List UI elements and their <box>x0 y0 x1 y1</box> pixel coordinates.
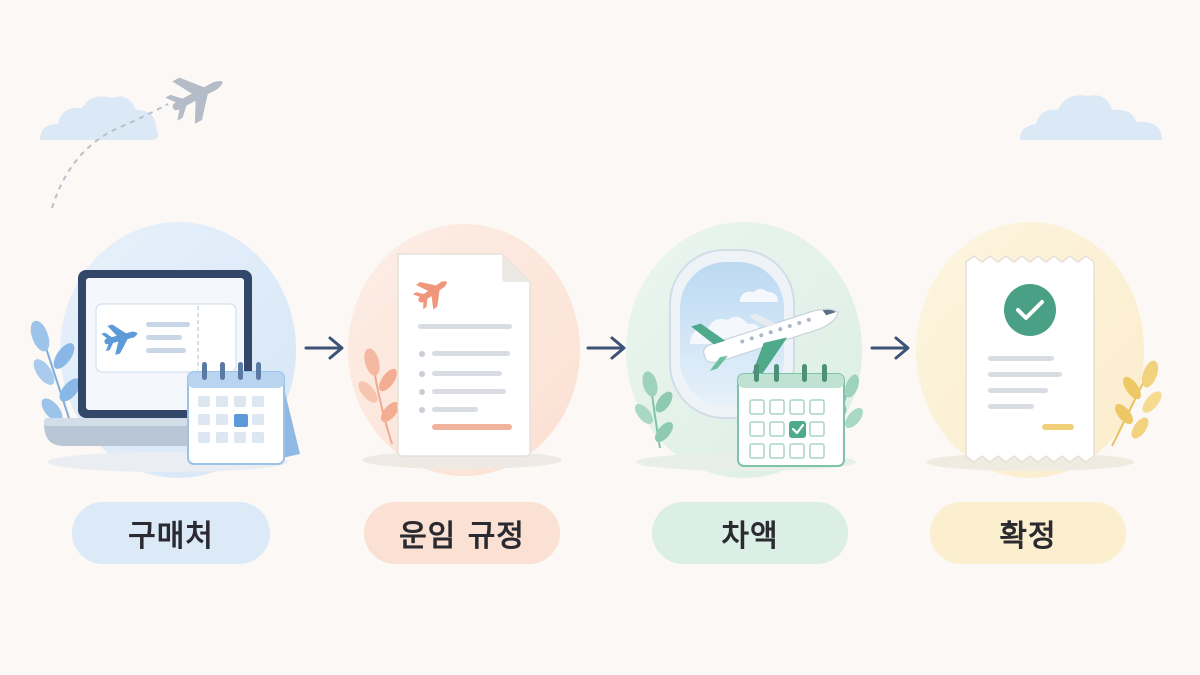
step-1-illustration <box>30 222 300 478</box>
receipt-icon <box>965 255 1095 463</box>
arrow-right-icon <box>586 336 626 360</box>
leaf-branch-icon <box>358 348 399 445</box>
airplane-icon <box>691 308 839 379</box>
calendar-check-icon <box>737 364 845 467</box>
cloud-left-icon <box>40 96 158 140</box>
step-4-illustration <box>916 222 1162 478</box>
flight-ticket-icon <box>95 303 237 373</box>
leaf-branch-icon <box>1111 360 1162 447</box>
step-3-label: 차액 <box>652 502 848 564</box>
cloud-right-icon <box>1020 95 1162 140</box>
step-2-label: 운임 규정 <box>364 502 560 564</box>
airplane-top-icon <box>165 77 223 124</box>
arrow-right-icon <box>870 336 910 360</box>
flight-path-line <box>51 103 169 209</box>
step-2-illustration <box>348 224 580 476</box>
step-3-illustration <box>626 222 863 478</box>
calendar-icon <box>187 362 300 465</box>
step-1-label: 구매처 <box>72 502 270 564</box>
arrow-right-icon <box>304 336 344 360</box>
step-4-label: 확정 <box>930 502 1126 564</box>
check-circle-icon <box>1004 284 1056 336</box>
document-icon <box>397 253 531 457</box>
